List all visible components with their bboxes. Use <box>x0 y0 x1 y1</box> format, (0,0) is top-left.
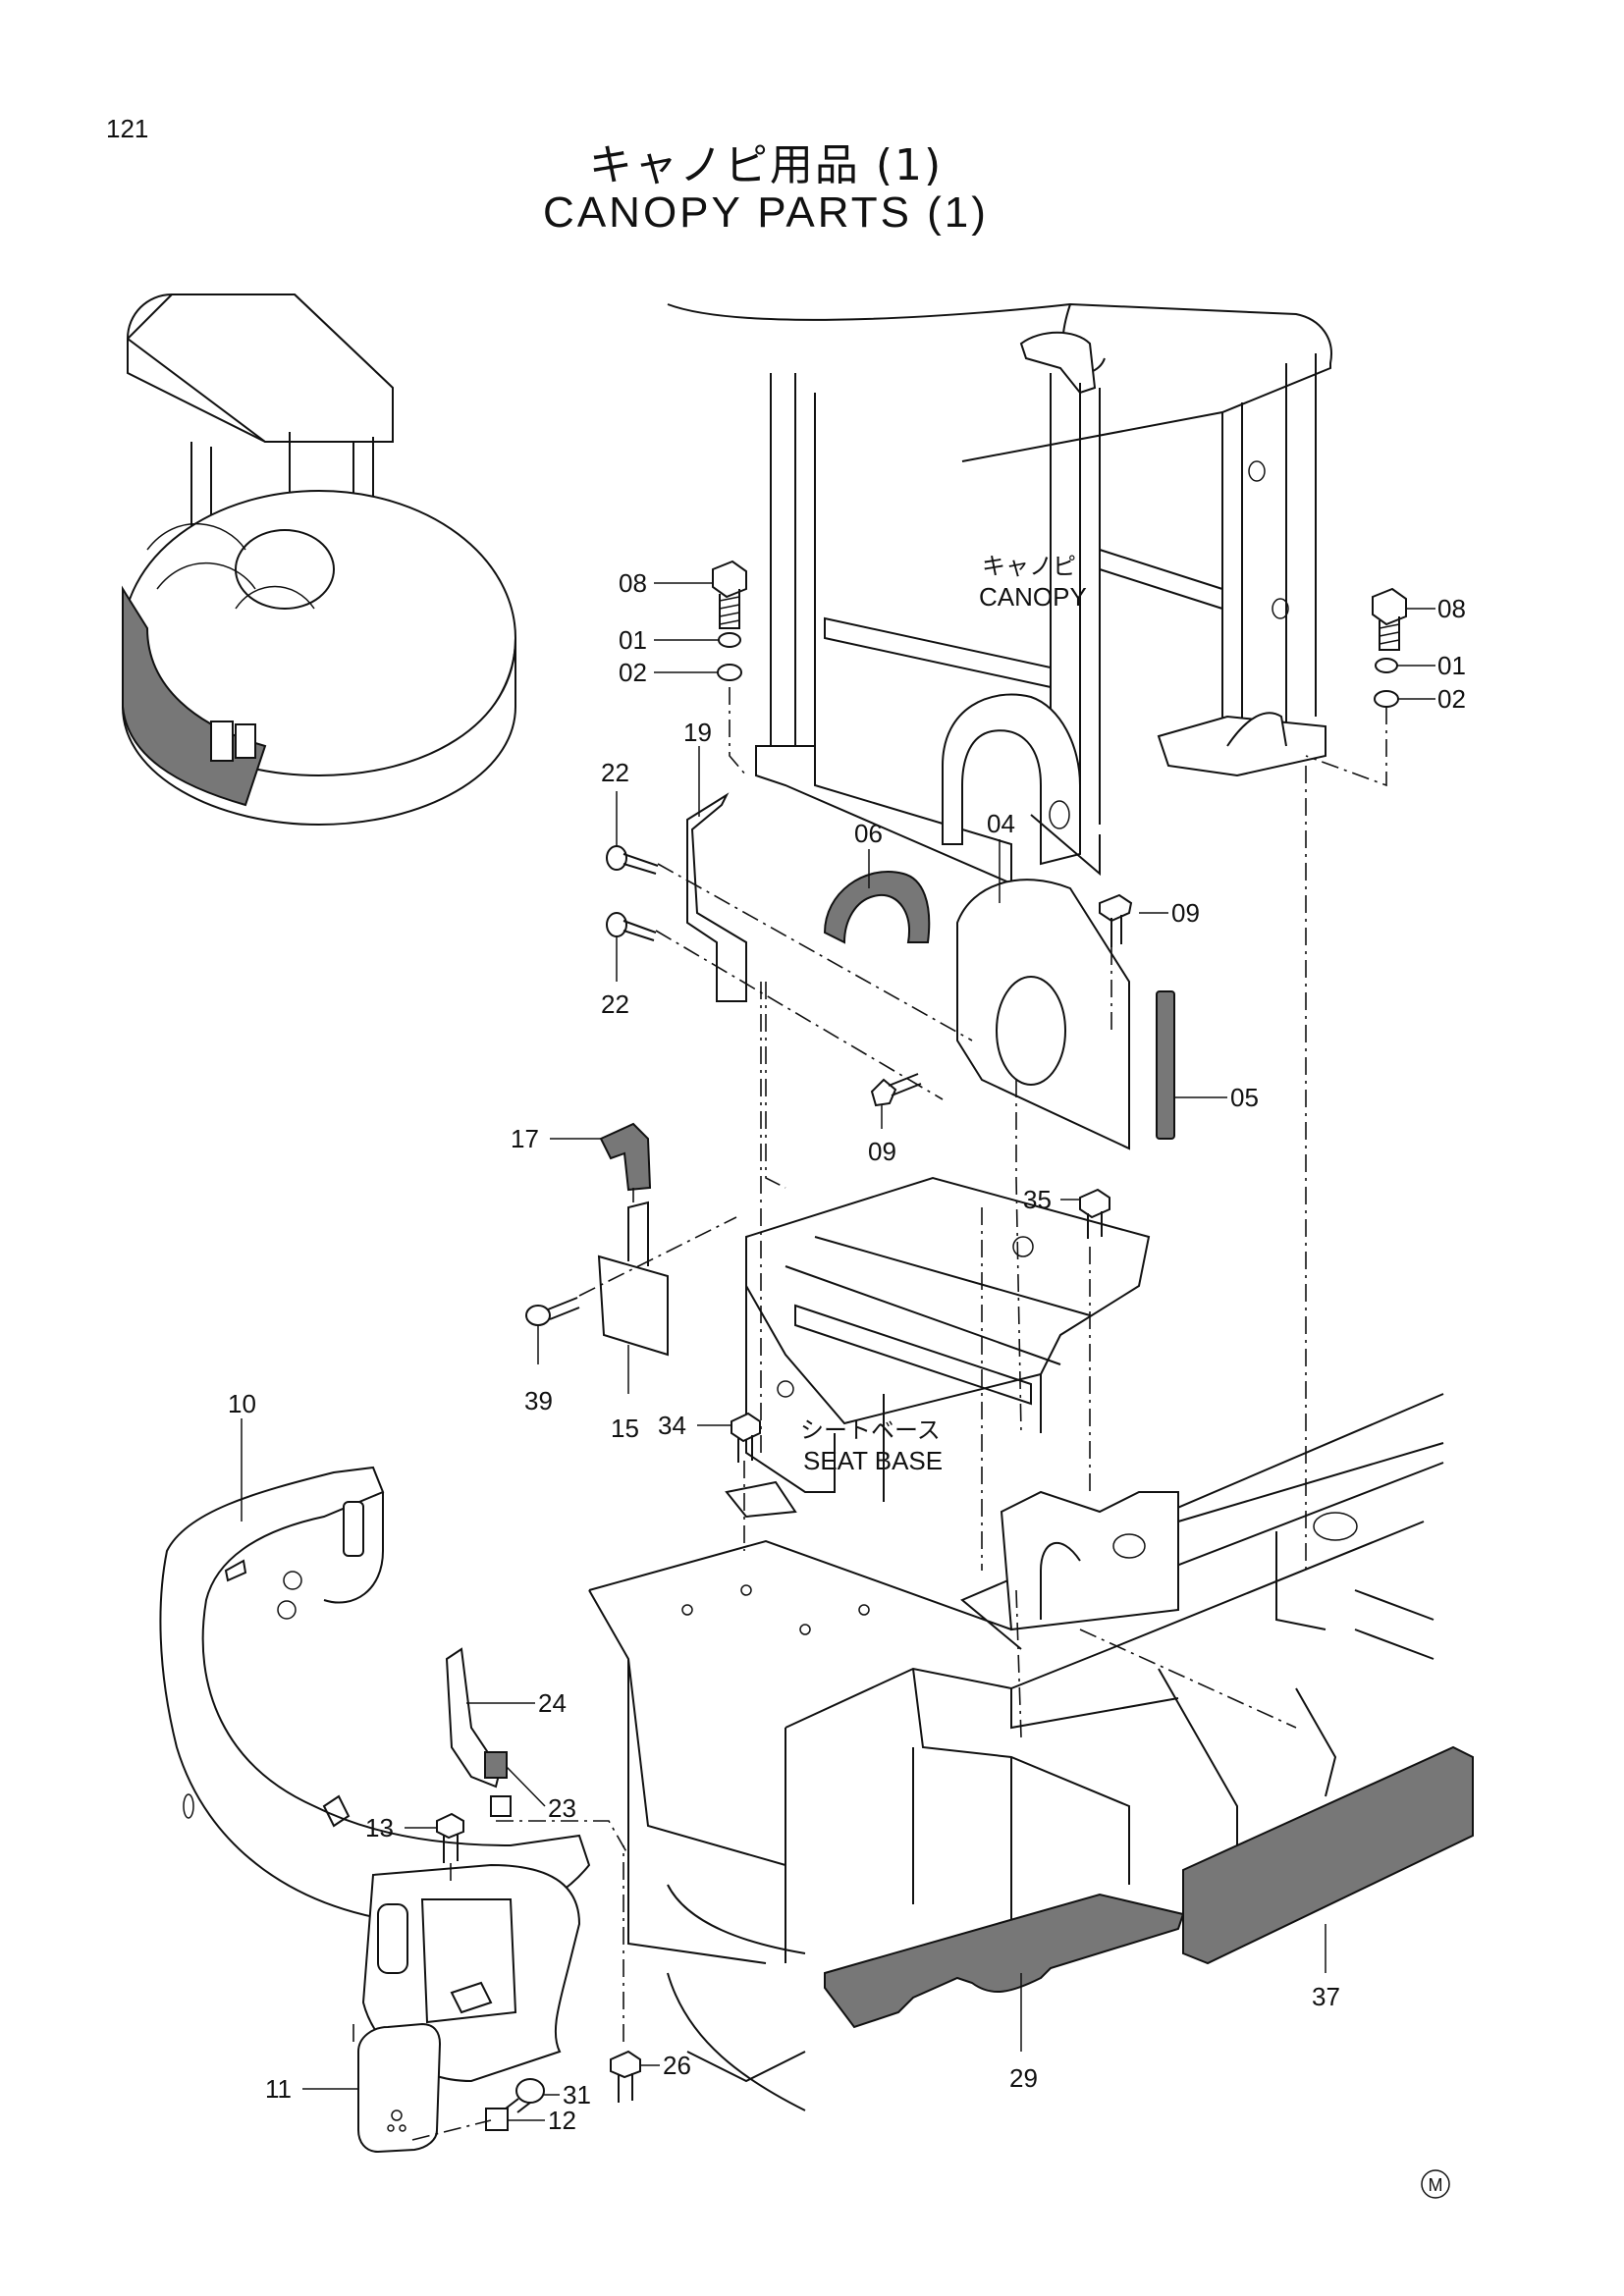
part-label-08-right: 08 <box>1437 594 1466 623</box>
spring-washer-01-right-icon <box>1375 658 1398 673</box>
page-title-english: CANOPY PARTS (1) <box>543 188 989 237</box>
part-label-29: 29 <box>1009 2063 1038 2093</box>
inspection-cover-11-icon <box>357 2022 442 2154</box>
part-label-23: 23 <box>548 1793 576 1823</box>
part-label-01-left: 01 <box>619 625 647 655</box>
spring-washer-01-left-icon <box>718 632 741 648</box>
insulation-29-icon <box>824 1893 1185 2029</box>
part-label-13: 13 <box>365 1813 394 1842</box>
seal-06-icon <box>823 871 931 944</box>
bracket-15-icon <box>597 1255 669 1357</box>
part-label-12: 12 <box>548 2106 576 2135</box>
seat-base-label-jp: シートベース <box>800 1416 941 1444</box>
seal-strip-05-icon <box>1156 990 1175 1140</box>
washer-02-right-icon <box>1374 690 1399 708</box>
part-label-37: 37 <box>1312 1982 1340 2011</box>
manufacturer-mark-text: M <box>1429 2175 1443 2195</box>
part-label-10: 10 <box>228 1389 256 1418</box>
part-label-34: 34 <box>658 1411 686 1440</box>
machine-overview-inset <box>122 294 516 827</box>
part-label-11: 11 <box>265 2074 292 2104</box>
bolt-35-icon <box>1079 1188 1110 1239</box>
part-label-15: 15 <box>611 1414 639 1443</box>
part-label-17: 17 <box>511 1124 539 1153</box>
rear-cover-10 <box>159 1466 591 1926</box>
page-title-japanese: キャノピ用品 (1) <box>588 140 944 190</box>
screw-22-upper-icon <box>606 845 659 875</box>
part-label-19: 19 <box>683 718 712 747</box>
part-label-02-left: 02 <box>619 658 647 687</box>
page-number: 121 <box>106 114 149 143</box>
screw-31-icon <box>505 2078 545 2113</box>
part-label-02-right: 02 <box>1437 684 1466 714</box>
bolt-34-icon <box>731 1412 761 1463</box>
part-label-24: 24 <box>538 1688 567 1718</box>
part-label-31: 31 <box>563 2080 591 2109</box>
leader-lines <box>241 582 1435 2121</box>
bolt-09-upper-icon <box>1099 893 1133 947</box>
part-label-09-upper: 09 <box>1171 898 1200 928</box>
part-label-35: 35 <box>1023 1185 1052 1214</box>
bolt-08-right-icon <box>1372 587 1407 651</box>
cover-plate-04-icon <box>956 879 1130 1150</box>
screw-13-icon <box>436 1812 464 1863</box>
part-label-08-left: 08 <box>619 568 647 598</box>
seat-base-label-en: SEAT BASE <box>803 1446 943 1475</box>
bolt-26-icon <box>610 2050 641 2103</box>
canopy-frame <box>667 302 1332 885</box>
part-label-09-lower: 09 <box>868 1137 896 1166</box>
washer-02-left-icon <box>717 664 742 681</box>
nut-23-icon <box>484 1751 508 1779</box>
bolt-09-lower-icon <box>870 1073 922 1107</box>
canopy-label-jp: キャノピ <box>982 553 1076 580</box>
part-label-06: 06 <box>854 819 883 848</box>
part-label-04: 04 <box>987 809 1015 838</box>
part-label-05: 05 <box>1230 1083 1259 1112</box>
part-label-26: 26 <box>663 2051 691 2080</box>
upper-frame <box>588 1393 1444 2111</box>
insulation-37-icon <box>1182 1745 1474 1965</box>
part-label-22-upper: 22 <box>601 758 629 787</box>
bolt-08-left-icon <box>712 560 747 629</box>
part-label-01-right: 01 <box>1437 651 1466 680</box>
part-label-22-lower: 22 <box>601 989 629 1019</box>
manufacturer-mark-icon <box>1421 2169 1450 2199</box>
clip-12-icon <box>485 2108 509 2131</box>
hose-17-icon <box>599 1122 652 1192</box>
screw-22-lower-icon <box>606 912 657 941</box>
bracket-19-icon <box>686 792 747 1002</box>
canopy-label-en: CANOPY <box>979 582 1087 612</box>
screw-39-icon <box>525 1297 580 1326</box>
seat-base <box>725 1176 1151 1519</box>
part-label-39: 39 <box>524 1386 553 1415</box>
